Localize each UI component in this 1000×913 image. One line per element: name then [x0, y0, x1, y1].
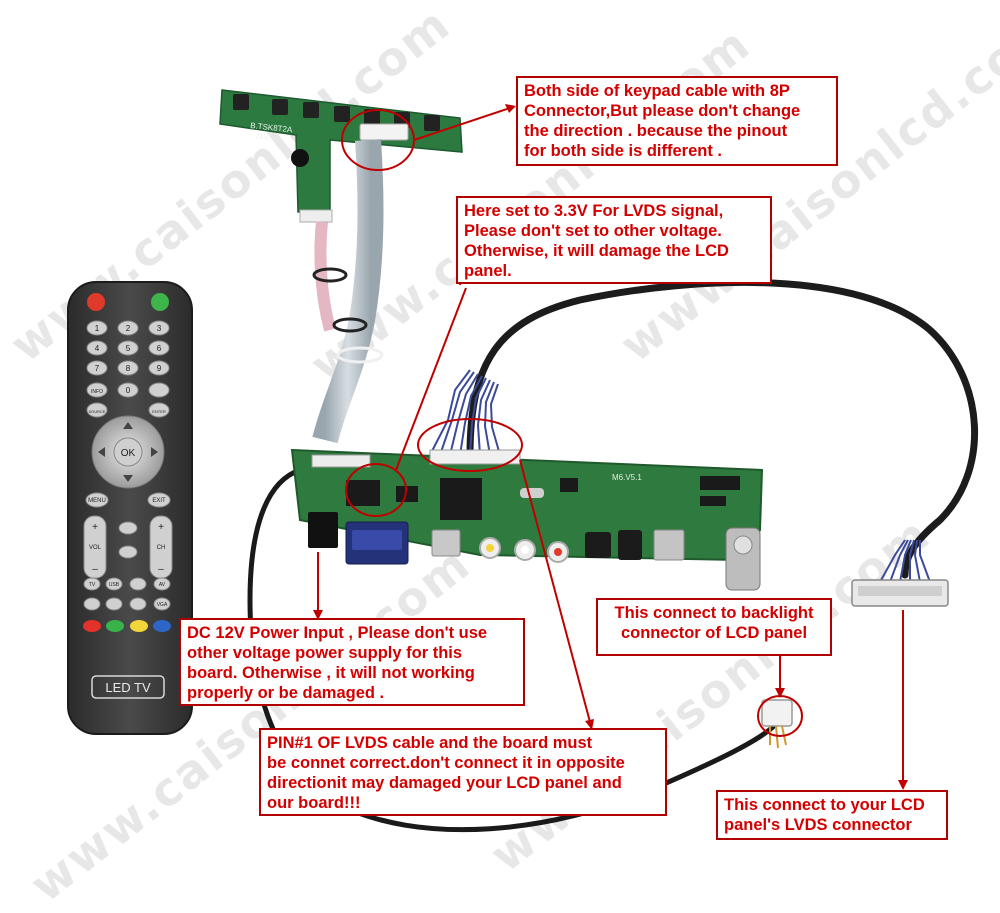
callout-line: our board!!! [267, 794, 361, 812]
callout-line: board. Otherwise , it will not working [187, 664, 475, 682]
callout-lvds-connector: This connect to your LCD panel's LVDS co… [716, 790, 948, 840]
ch-label: CH [157, 545, 166, 551]
key-menu: MENU [88, 498, 106, 504]
key-9: 9 [157, 364, 162, 373]
key-3: 3 [157, 324, 162, 333]
key-av: AV [159, 582, 166, 588]
key-exit: EXIT [152, 498, 166, 504]
ch-plus-label: + [158, 522, 164, 533]
callout-line: panel. [464, 262, 512, 280]
key-6: 6 [157, 344, 162, 353]
callout-line: directionit may damaged your LCD panel a… [267, 774, 622, 792]
callout-line: This connect to your LCD [724, 796, 925, 814]
callout-line: connector of LCD panel [620, 624, 808, 642]
callout-line: This connect to backlight [614, 604, 814, 622]
red-key [83, 620, 101, 632]
callout-line: DC 12V Power Input , Please don't use [187, 624, 488, 642]
key-0: 0 [126, 386, 131, 395]
vol-label: VOL [89, 545, 102, 551]
keypad-board-label: B.TSK8T2A [250, 121, 294, 134]
callout-line: the direction . because the pinout [524, 122, 788, 140]
power-button [87, 293, 105, 311]
key-enter: ENTER [152, 409, 166, 414]
keypad-board-sublabel: 2192 [255, 133, 271, 142]
callout-line: Otherwise, it will damage the LCD [464, 242, 729, 260]
lvds-cable-wires [429, 369, 931, 583]
ok-button [113, 437, 143, 467]
key-1: 1 [95, 324, 100, 333]
key-vga: VGA [157, 602, 168, 608]
key-source: SOURCE [88, 409, 105, 414]
green-key [106, 620, 124, 632]
remote-brand-label: LED TV [105, 680, 151, 695]
callout-line: properly or be damaged . [187, 684, 385, 702]
callout-backlight: This connect to backlight connector of L… [596, 598, 832, 656]
key-8: 8 [126, 364, 131, 373]
callout-line: panel's LVDS connector [724, 816, 912, 834]
key-usb: USB [109, 582, 120, 588]
key-4: 4 [95, 344, 100, 353]
lvds-cable [466, 278, 978, 579]
remote-control: 1 2 3 4 5 6 7 8 9 INFO 0 SOURCE ENTER OK… [67, 281, 193, 735]
main-board: M6.V5.1 [290, 448, 764, 591]
ok-label: OK [121, 448, 136, 459]
arrow-heads [313, 104, 908, 790]
callout-line: other voltage power supply for this [187, 644, 463, 662]
lvds-header-circle [417, 418, 523, 472]
callout-line: Both side of keypad cable with 8P [524, 82, 790, 100]
key-2: 2 [126, 324, 131, 333]
callout-keypad-cable: Both side of keypad cable with 8P Connec… [516, 76, 838, 166]
callout-line: Connector,But please don't change [524, 102, 801, 120]
callout-line: Here set to 3.3V For LVDS signal, [464, 202, 724, 220]
voltage-jumper-circle [345, 463, 407, 517]
vol-minus-label: – [92, 564, 98, 575]
callout-power-input: DC 12V Power Input , Please don't use ot… [179, 618, 525, 706]
main-board-label: M6.V5.1 [612, 473, 642, 482]
backlight-connector [761, 699, 793, 749]
yellow-key [130, 620, 148, 632]
callout-line: be connet correct.don't connect it in op… [267, 754, 625, 772]
callout-pin1: PIN#1 OF LVDS cable and the board must b… [259, 728, 667, 816]
mute-button [151, 293, 169, 311]
callout-line: PIN#1 OF LVDS cable and the board must [267, 734, 593, 752]
blue-key [153, 620, 171, 632]
lvds-connector-plug [851, 579, 949, 607]
ch-minus-label: – [158, 564, 164, 575]
keypad-board: B.TSK8T2A 2192 [219, 89, 463, 223]
callout-line: for both side is different . [524, 142, 723, 160]
annotation-arrows [317, 107, 904, 782]
callout-line: Please don't set to other voltage. [464, 222, 722, 240]
key-7: 7 [95, 364, 100, 373]
key-tv: TV [89, 582, 96, 588]
callout-lvds-voltage: Here set to 3.3V For LVDS signal, Please… [456, 196, 772, 284]
vol-plus-label: + [92, 522, 98, 533]
key-info: INFO [91, 389, 103, 395]
key-5: 5 [126, 344, 131, 353]
keypad-ribbon-cable [312, 139, 384, 444]
